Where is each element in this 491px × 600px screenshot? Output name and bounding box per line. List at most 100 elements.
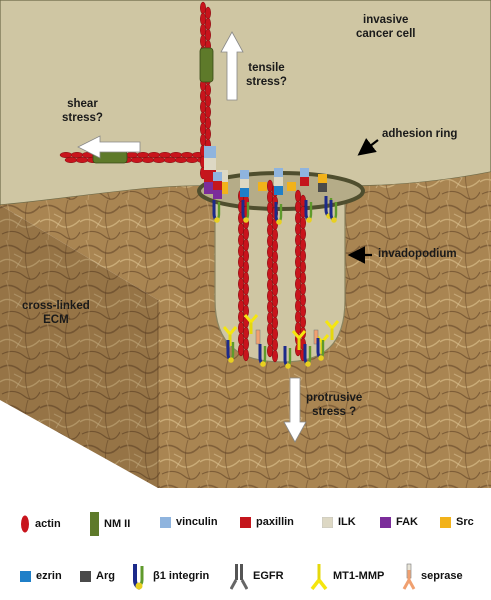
- actin-bead: [205, 17, 211, 31]
- actin-bead: [272, 261, 278, 275]
- actin-bead: [200, 23, 206, 37]
- tensile-stress-arrow: [220, 31, 244, 101]
- adhesion-protein: [213, 181, 222, 190]
- integrin: [318, 355, 324, 361]
- actin-bead: [238, 299, 244, 313]
- adhesion-protein: [213, 172, 222, 181]
- actin-bead: [238, 321, 244, 335]
- actin-bead: [272, 305, 278, 319]
- actin-bead: [238, 255, 244, 269]
- actin-bead: [205, 105, 211, 119]
- legend-vinculin: vinculin: [160, 516, 218, 528]
- legend-nm2: NM II: [90, 512, 130, 536]
- actin-bead: [295, 299, 301, 313]
- actin-bead: [300, 216, 306, 230]
- integrin: [276, 219, 282, 225]
- adhesion-protein: [274, 168, 283, 177]
- actin-bead: [267, 234, 273, 248]
- actin-bead: [243, 271, 249, 285]
- actin-bead: [267, 289, 273, 303]
- actin-bead: [243, 326, 249, 340]
- actin-bead: [295, 189, 301, 203]
- actin-bead: [267, 179, 273, 193]
- actin-bead: [238, 277, 244, 291]
- red-ellipse-icon: [21, 515, 29, 533]
- actin-bead: [147, 152, 161, 158]
- actin-bead: [267, 212, 273, 226]
- adhesion-protein: [318, 183, 327, 192]
- actin-bead: [238, 266, 244, 280]
- integrin: [260, 361, 266, 367]
- dark-grey-square-icon: [80, 570, 91, 582]
- actin-bead: [272, 228, 278, 242]
- integrin: [243, 217, 249, 223]
- legend-mt1-mmp: MT1-MMP: [310, 562, 384, 590]
- actin-bead: [267, 267, 273, 281]
- actin-bead: [300, 249, 306, 263]
- actin-bead: [295, 200, 301, 214]
- integrin: [214, 217, 220, 223]
- actin-bead: [295, 310, 301, 324]
- mt1-mmp-icon: [310, 564, 328, 590]
- blue-square-icon: [20, 570, 31, 582]
- legend-src: Src: [440, 516, 474, 528]
- adhesion-protein: [213, 190, 222, 199]
- actin-bead: [272, 349, 278, 363]
- actin-bead: [267, 256, 273, 270]
- mt1-mmp: [297, 338, 301, 350]
- legend-ezrin: ezrin: [20, 570, 62, 582]
- actin-bead: [243, 227, 249, 241]
- actin-bead: [200, 89, 206, 103]
- mt1-mmp: [249, 322, 253, 334]
- actin-bead: [272, 250, 278, 264]
- adhesion-protein: [258, 182, 267, 191]
- legend-b1-integrin: β1 integrin: [132, 562, 209, 590]
- integrin: [305, 361, 311, 367]
- actin-bead: [152, 157, 166, 163]
- actin-bead: [169, 152, 183, 158]
- actin-bead: [267, 245, 273, 259]
- actin-bead: [205, 116, 211, 130]
- adhesion-protein: [240, 179, 249, 188]
- actin-bead: [272, 272, 278, 286]
- actin-bead: [295, 321, 301, 335]
- actin-bead: [243, 337, 249, 351]
- protrusive-stress-label: protrusive stress ?: [306, 392, 363, 418]
- actin-bead: [238, 288, 244, 302]
- olive-bar-icon: [90, 512, 99, 536]
- adhesion-protein: [300, 177, 309, 186]
- actin-bead: [200, 133, 206, 147]
- actin-bead: [295, 266, 301, 280]
- shear-stress-label: shear stress?: [62, 98, 103, 124]
- actin-bead: [300, 293, 306, 307]
- actin-bead: [267, 278, 273, 292]
- actin-bead: [267, 201, 273, 215]
- actin-bead: [205, 127, 211, 141]
- actin-bead: [130, 157, 144, 163]
- integrin: [228, 357, 234, 363]
- actin-bead: [300, 227, 306, 241]
- actin-bead: [200, 122, 206, 136]
- integrin: [285, 363, 291, 369]
- beige-square-icon: [322, 516, 333, 528]
- actin-bead: [300, 304, 306, 318]
- actin-bead: [75, 157, 89, 163]
- mt1-mmp: [222, 326, 238, 335]
- actin-bead: [300, 260, 306, 274]
- nm2-on-vertical-fiber: [199, 47, 214, 83]
- actin-bead: [243, 238, 249, 252]
- actin-bead: [267, 190, 273, 204]
- actin-bead: [64, 157, 78, 163]
- seprase: [255, 329, 261, 345]
- actin-bead: [70, 152, 84, 158]
- integrin-icon: [133, 564, 144, 590]
- actin-bead: [267, 300, 273, 314]
- actin-bead: [300, 315, 306, 329]
- actin-bead: [295, 255, 301, 269]
- legend-seprase: seprase: [402, 562, 463, 590]
- actin-bead: [59, 152, 73, 158]
- actin-bead: [295, 288, 301, 302]
- invadopodium-actin-fibers: [238, 179, 306, 363]
- actin-bead: [205, 83, 211, 97]
